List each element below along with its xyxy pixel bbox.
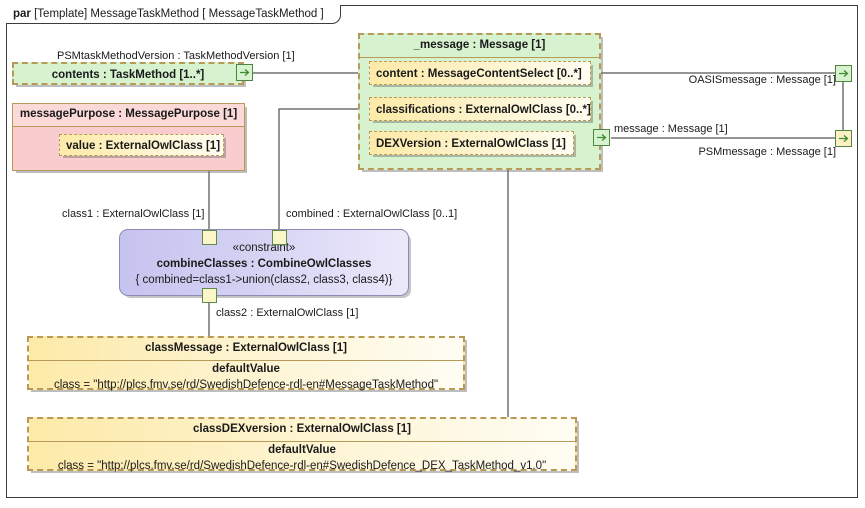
part-message-label: _message : Message [1]: [360, 35, 599, 58]
connector-label-class2: class2 : ExternalOwlClass [1]: [216, 307, 359, 319]
property-classifications-label: classifications : ExternalOwlClass [0..*…: [376, 104, 590, 116]
value-box-class-message-header: classMessage : ExternalOwlClass [1]: [29, 338, 463, 361]
property-content-label: content : MessageContentSelect [0..*]: [376, 68, 582, 80]
frame-template-tag: [Template]: [34, 8, 88, 20]
port-oasis-message[interactable]: [835, 65, 852, 82]
property-dexversion[interactable]: DEXVersion : ExternalOwlClass [1]: [369, 131, 574, 155]
value-box-class-message-value: class = "http://plcs.fmv.se/rd/SwedishDe…: [53, 379, 439, 391]
constraint-expression: { combined=class1->union(class2, class3,…: [135, 274, 393, 286]
frame-name: MessageTaskMethod: [90, 8, 200, 20]
port-combined[interactable]: [272, 230, 287, 245]
property-classifications[interactable]: classifications : ExternalOwlClass [0..*…: [369, 97, 591, 121]
connector-label-combined: combined : ExternalOwlClass [0..1]: [286, 208, 458, 220]
part-message-purpose-label: messagePurpose : MessagePurpose [1]: [13, 104, 244, 127]
property-value[interactable]: value : ExternalOwlClass [1]: [59, 134, 224, 156]
value-box-class-message-compartment-title: defaultValue: [212, 363, 280, 375]
part-contents[interactable]: contents : TaskMethod [1..*]: [12, 62, 244, 85]
port-message-out[interactable]: [593, 129, 610, 146]
part-contents-label: contents : TaskMethod [1..*]: [51, 69, 205, 81]
property-value-label: value : ExternalOwlClass [1]: [66, 140, 221, 152]
port-class1[interactable]: [202, 230, 217, 245]
connector-label-psmtaskmethodversion: PSMtaskMethodVersion : TaskMethodVersion…: [57, 50, 295, 62]
frame-header-tab: par [Template] MessageTaskMethod [ Messa…: [6, 5, 341, 24]
port-class2[interactable]: [202, 288, 217, 303]
connector-label-oasismessage: OASISmessage : Message [1]: [688, 74, 836, 86]
value-box-class-dexversion-compartment-title: defaultValue: [268, 444, 336, 456]
connector-label-class1: class1 : ExternalOwlClass [1]: [62, 208, 205, 220]
constraint-name: combineClasses : CombineOwlClasses: [156, 258, 372, 270]
property-content[interactable]: content : MessageContentSelect [0..*]: [369, 61, 591, 85]
value-box-class-dexversion[interactable]: classDEXversion : ExternalOwlClass [1] d…: [27, 417, 577, 472]
frame-param-open: [: [202, 8, 206, 20]
frame-param: MessageTaskMethod: [208, 8, 318, 20]
port-contents-out[interactable]: [236, 64, 253, 81]
connector-label-message: message : Message [1]: [614, 123, 728, 135]
property-dexversion-label: DEXVersion : ExternalOwlClass [1]: [376, 138, 566, 150]
value-box-class-message[interactable]: classMessage : ExternalOwlClass [1] defa…: [27, 336, 465, 391]
port-psm-message[interactable]: [835, 130, 852, 147]
frame-keyword: par: [13, 8, 31, 20]
constraint-combine-classes[interactable]: «constraint» combineClasses : CombineOwl…: [119, 229, 409, 296]
constraint-stereotype: «constraint»: [232, 242, 296, 254]
value-box-class-dexversion-value: class = "http://plcs.fmv.se/rd/SwedishDe…: [57, 460, 547, 472]
value-box-class-dexversion-header: classDEXversion : ExternalOwlClass [1]: [29, 419, 575, 442]
frame-param-close: ]: [320, 8, 324, 20]
connector-label-psmmessage: PSMmessage : Message [1]: [698, 146, 836, 158]
